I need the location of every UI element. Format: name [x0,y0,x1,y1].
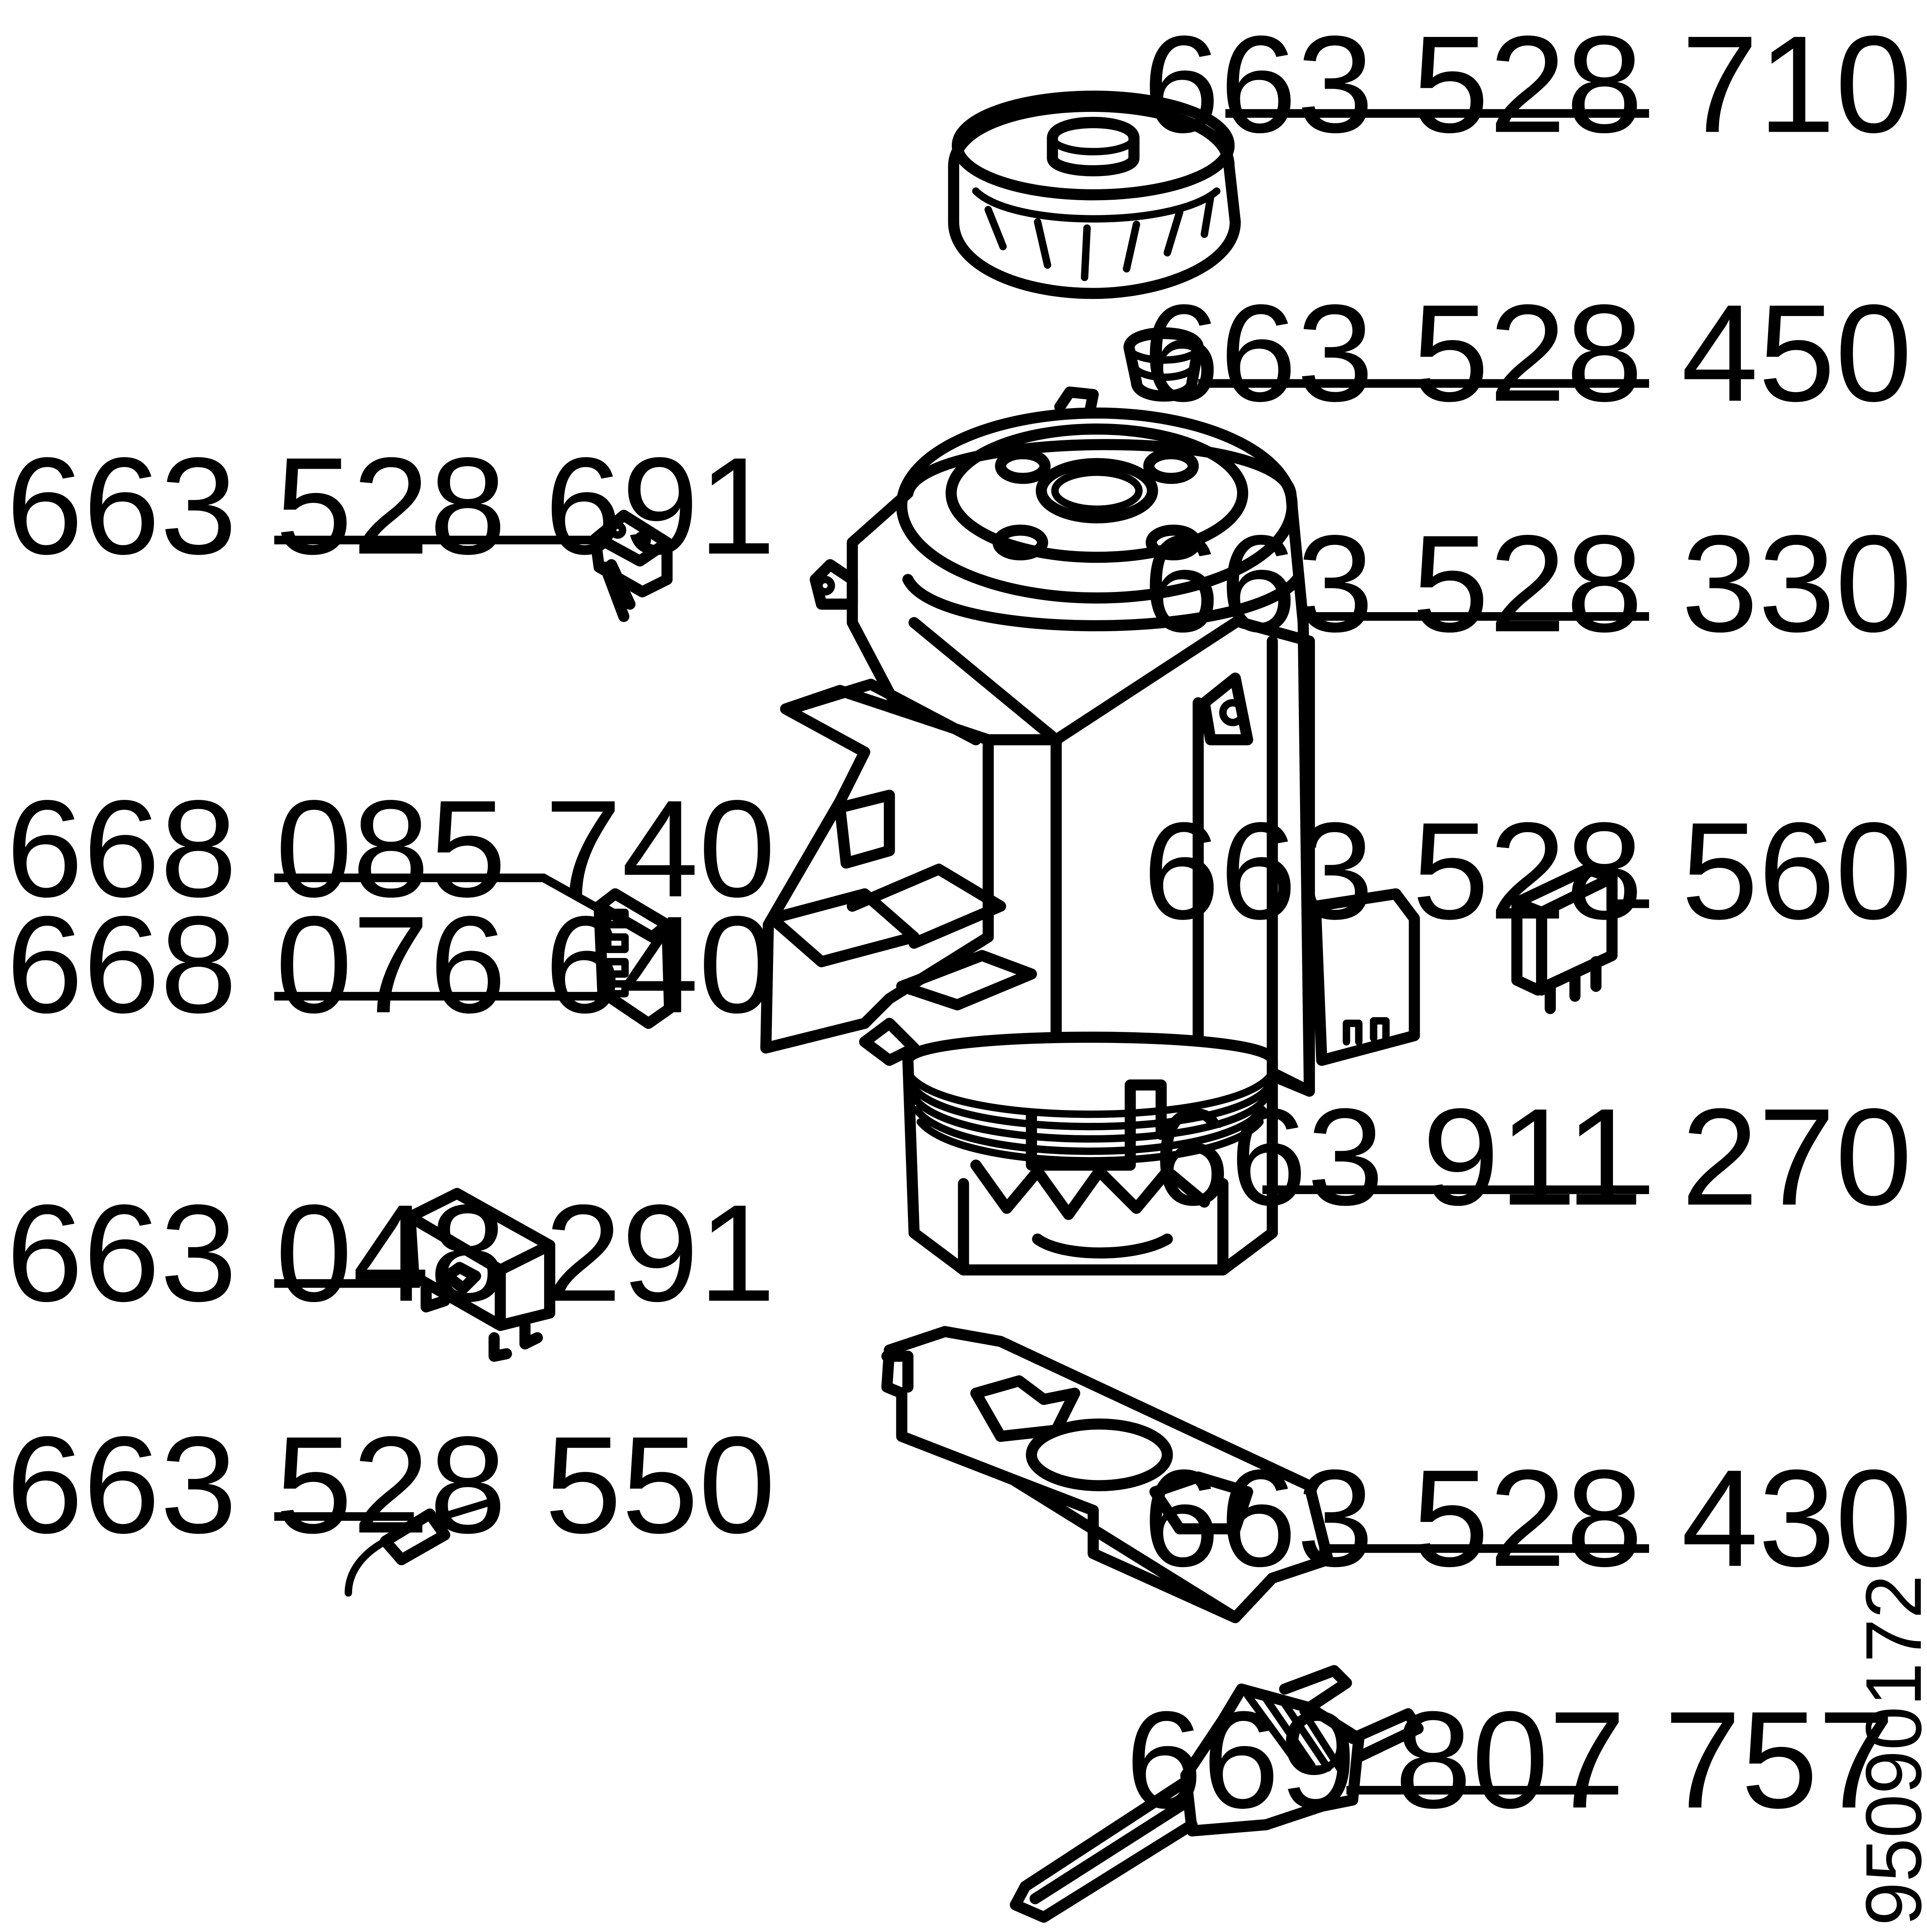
motor-cap-part [948,91,1649,299]
capacitor-part [1511,864,1649,1014]
drawing-number: 95090172 [1850,1575,1927,1926]
grommet-part [1123,327,1649,402]
microswitch-part [274,510,673,622]
label-terminal-block-lower: 668 076 640 [6,888,775,1042]
part-labels: 663 528 710 663 528 450 663 528 330 663 … [6,7,1912,1837]
label-motor-base-plate: 663 528 430 [1143,1441,1912,1595]
label-relay: 663 048 291 [6,1176,775,1330]
motor-housing-part [760,386,1649,1115]
label-microswitch: 663 528 691 [6,429,775,583]
relay-part [274,1188,555,1362]
label-bearing-grommet: 663 528 450 [1143,276,1912,430]
label-resistor: 663 528 550 [6,1408,775,1562]
label-motor-housing: 663 528 330 [1143,507,1912,661]
label-terminal-block-upper: 668 085 740 [6,772,775,926]
label-capacitor-small: 663 528 560 [1143,794,1912,948]
power-plug-part [1010,1665,1618,1923]
base-plate-part [881,1326,1649,1623]
label-power-plug: 669 807 757 [1126,1683,1895,1837]
field-coil-part [902,1031,1649,1276]
label-field-coil: 663 911 270 [1153,1080,1912,1234]
resistor-part [274,1498,496,1597]
label-motor-cap: 663 528 710 [1143,7,1912,162]
terminal-block-part [274,873,675,1029]
